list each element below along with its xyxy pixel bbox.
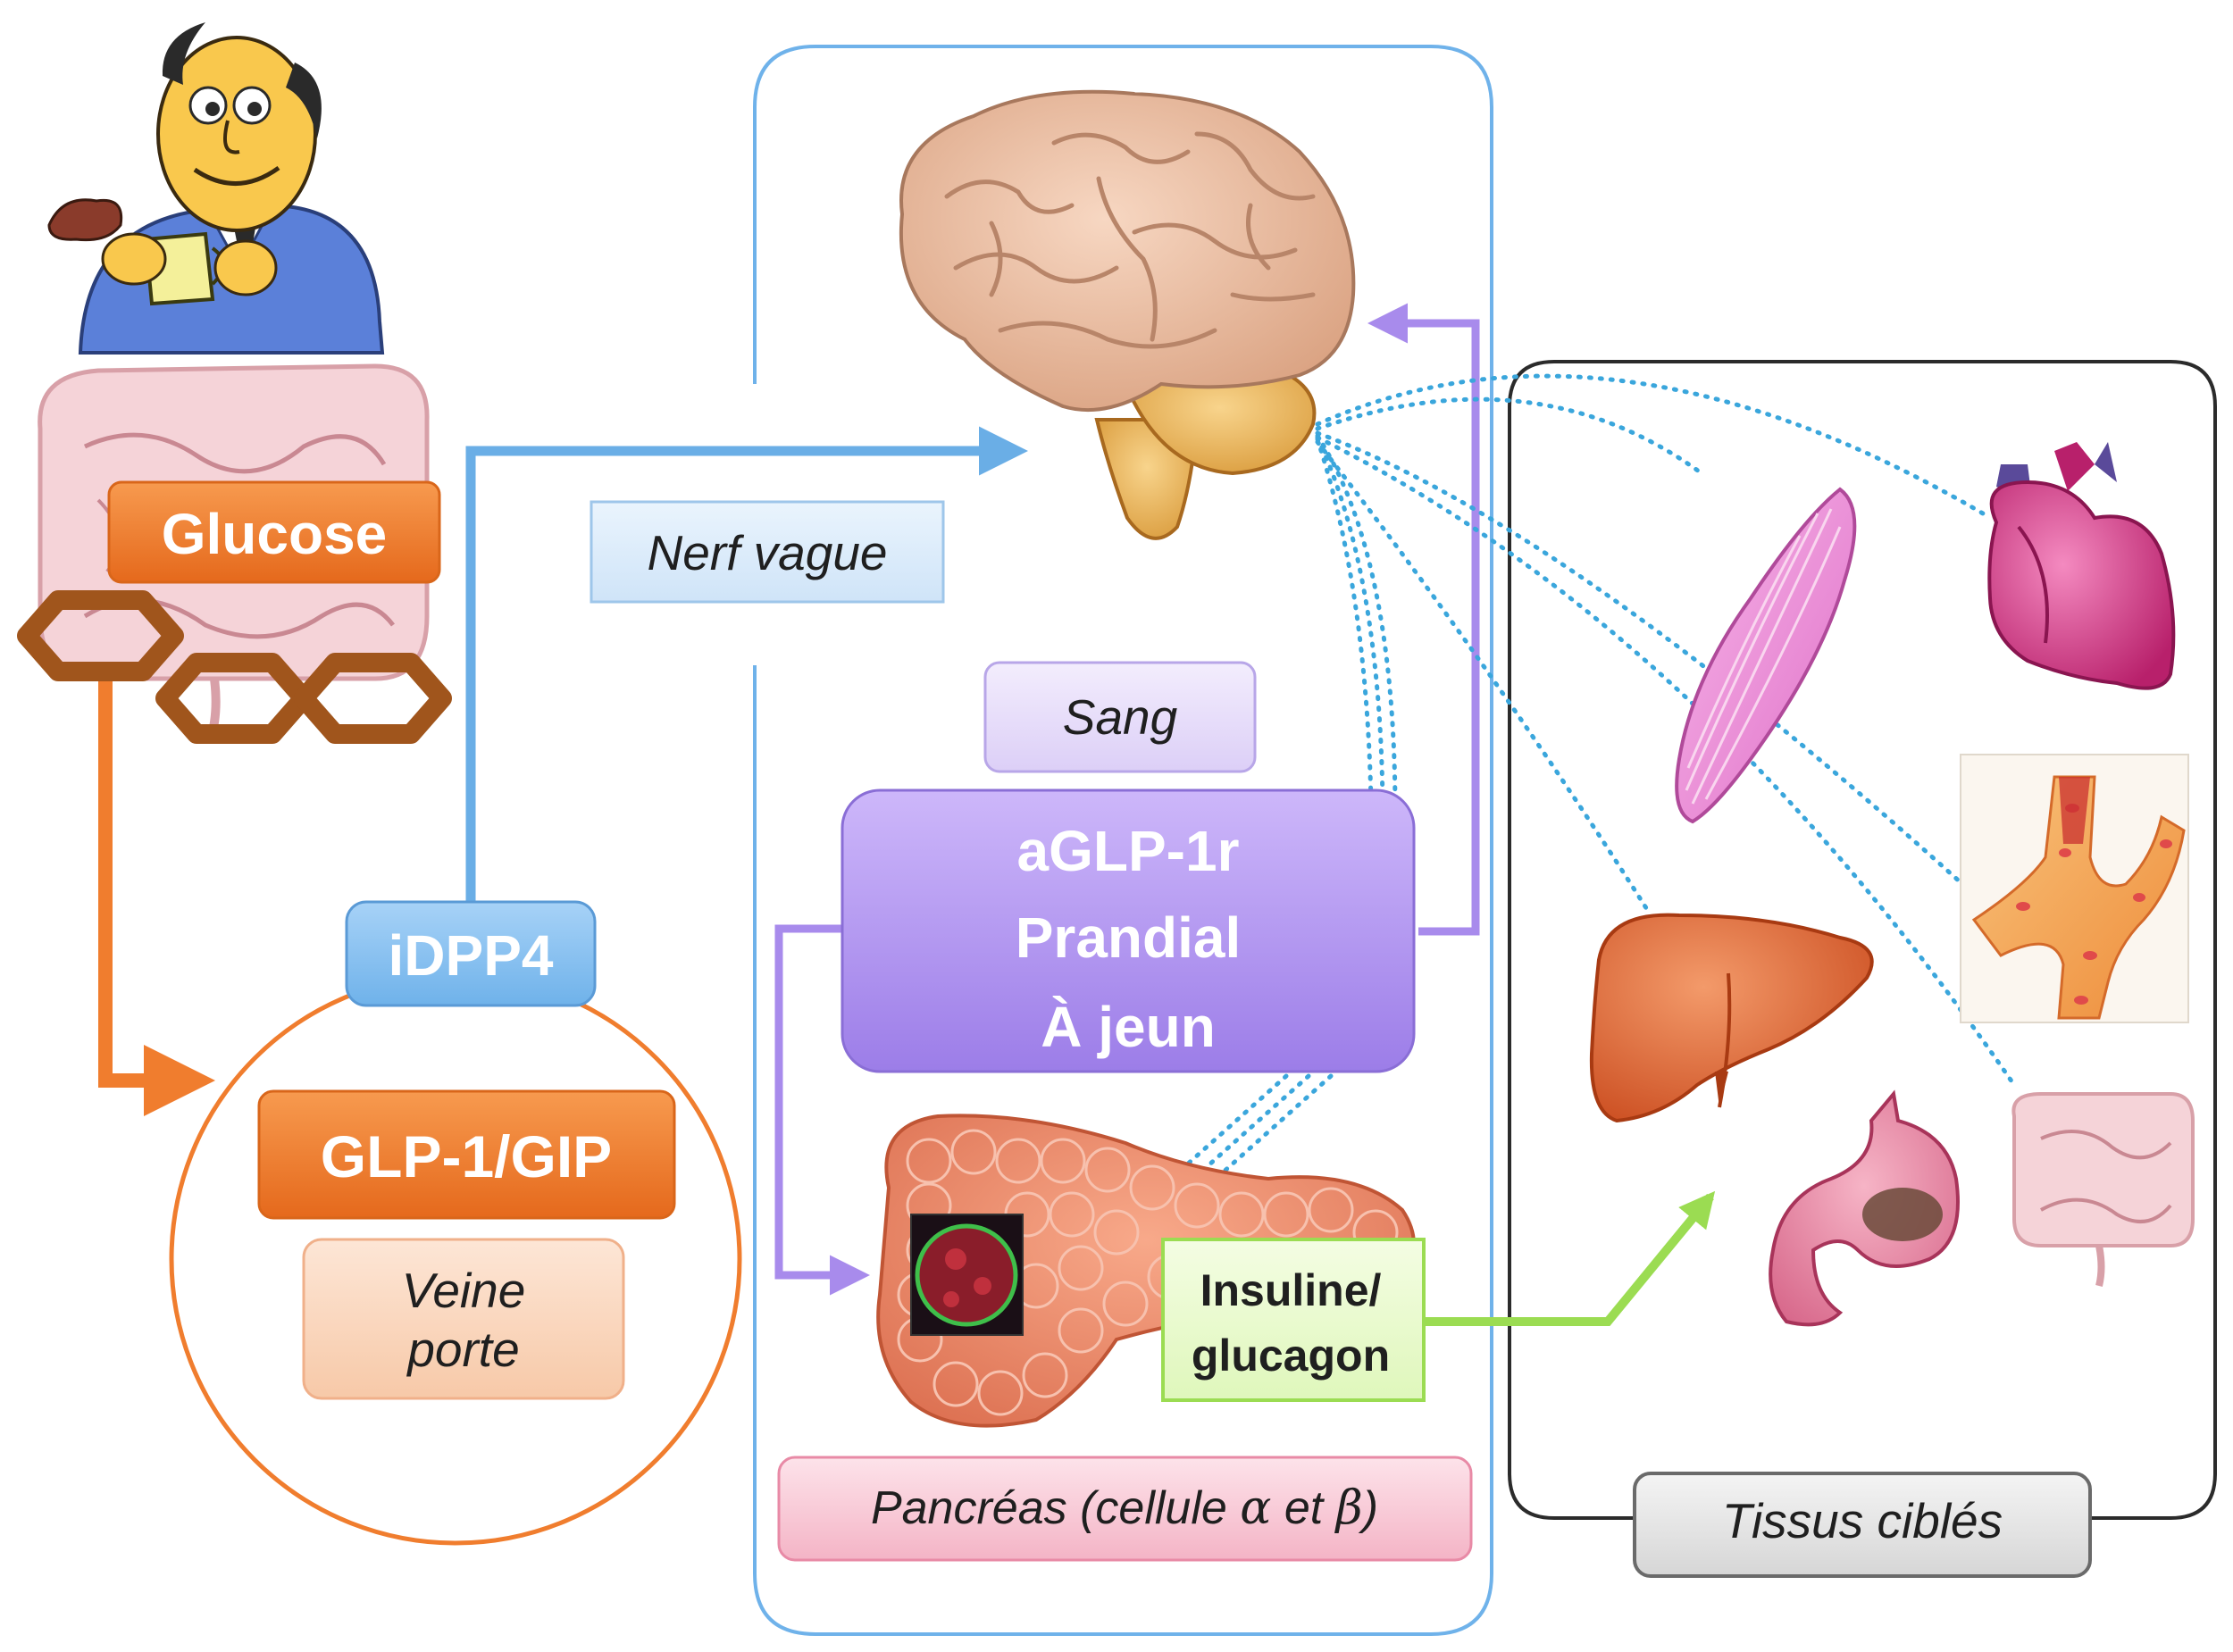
- agonist-to-pancreas-arrow: [774, 924, 870, 1296]
- insulin-glucagon-label-line1: Insuline/: [1200, 1265, 1382, 1315]
- svg-text:Pancréas (cellule α et β): Pancréas (cellule α et β): [871, 1481, 1378, 1535]
- vagus-nerve-arrow: [465, 426, 1028, 902]
- glucose-label: Glucose: [162, 502, 388, 566]
- blood-vessel-icon: [1960, 754, 2189, 1023]
- muscle-icon: [1675, 487, 1857, 824]
- agonist-label-line3: À jeun: [1041, 995, 1216, 1059]
- man-with-cup-icon: [47, 22, 385, 355]
- target-tissues-label-box: Tissus ciblés: [1633, 1472, 2092, 1578]
- glp1-gip-label-box: GLP-1/GIP: [257, 1089, 676, 1220]
- idpp4-label-box: iDPP4: [345, 900, 597, 1007]
- glucose-to-portal-arrow: [98, 661, 215, 1116]
- insulin-glucagon-label-box: Insuline/ glucagon: [1161, 1238, 1426, 1402]
- target-tissues-label: Tissus ciblés: [1722, 1493, 2003, 1548]
- alpha-symbol: α: [1240, 1481, 1271, 1535]
- idpp4-label: iDPP4: [389, 923, 554, 988]
- vagus-nerve-label: Nerf vague: [647, 525, 887, 580]
- stomach-icon: [1769, 1089, 1960, 1327]
- agonist-label-line1: aGLP-1r: [1017, 819, 1240, 883]
- dotted-signal-lines: [1158, 373, 2017, 1190]
- blood-label-box: Sang: [983, 661, 1257, 773]
- vagus-nerve-label-box: Nerf vague: [590, 500, 945, 604]
- pancreas-label-suffix: ): [1358, 1482, 1378, 1534]
- beta-symbol: β: [1334, 1481, 1363, 1535]
- insulin-glucagon-label-line2: glucagon: [1192, 1331, 1390, 1381]
- glucose-label-box: Glucose: [107, 480, 441, 584]
- blood-panel-frame: [753, 45, 1493, 1636]
- glp1-gip-label: GLP-1/GIP: [321, 1123, 612, 1189]
- colon-icon: [2011, 1092, 2195, 1287]
- pancreas-label-mid: et: [1271, 1482, 1335, 1534]
- brain-icon: [899, 89, 1356, 540]
- insulin-to-tissues-arrow: [1425, 1190, 1716, 1326]
- agonist-label-box: aGLP-1r Prandial À jeun: [841, 788, 1416, 1073]
- pancreas-icon: [876, 1114, 1416, 1428]
- liver-icon: [1589, 913, 1874, 1123]
- portal-vein-label-box: Veine porte: [302, 1238, 625, 1400]
- heart-icon: [1987, 442, 2176, 690]
- pancreas-label-prefix: Pancréas (cellule: [871, 1482, 1240, 1534]
- portal-vein-label-line2: porte: [406, 1322, 519, 1377]
- blood-label: Sang: [1063, 689, 1178, 745]
- target-tissues-frame: [1508, 360, 2217, 1520]
- dpp4-enzyme-shapes: [17, 590, 452, 744]
- agonist-label-line2: Prandial: [1016, 905, 1242, 970]
- portal-vein-label-line1: Veine: [402, 1263, 526, 1318]
- agonist-to-brain-arrow: [1367, 303, 1480, 936]
- pancreas-label-box: Pancréas (cellule α et β): [777, 1456, 1473, 1562]
